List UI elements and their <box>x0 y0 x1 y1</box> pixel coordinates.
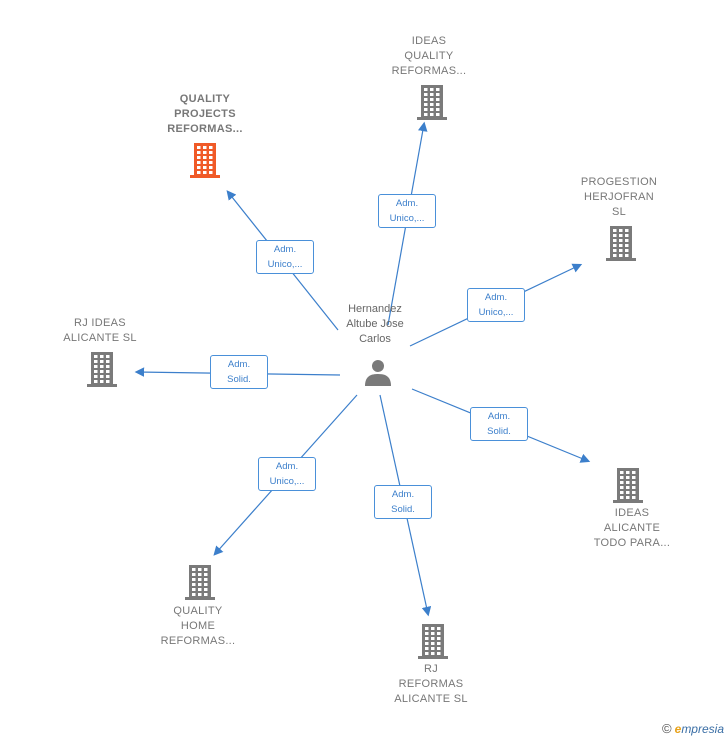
company-node-rj-reformas[interactable]: RJ REFORMAS ALICANTE SL <box>371 662 491 707</box>
person-icon[interactable] <box>363 357 393 387</box>
company-node-quality-projects[interactable]: QUALITY PROJECTS REFORMAS... <box>145 92 265 137</box>
company-label: RJ REFORMAS ALICANTE SL <box>394 663 468 705</box>
edge-label-quality-projects[interactable]: Adm. Unico,... <box>256 240 314 274</box>
company-label: IDEAS QUALITY REFORMAS... <box>391 35 467 77</box>
building-icon[interactable] <box>188 142 222 178</box>
building-icon[interactable] <box>183 564 217 600</box>
edge-label-quality-home[interactable]: Adm. Unico,... <box>258 457 316 491</box>
center-person-name: Hernandez Altube Jose Carlos <box>346 303 404 345</box>
company-node-ideas-alicante[interactable]: IDEAS ALICANTE TODO PARA... <box>572 506 692 551</box>
company-label: QUALITY HOME REFORMAS... <box>160 605 236 647</box>
edge-label-ideas-quality[interactable]: Adm. Unico,... <box>378 194 436 228</box>
building-icon[interactable] <box>611 467 645 503</box>
edge-label-rj-reformas[interactable]: Adm. Solid. <box>374 485 432 519</box>
building-icon[interactable] <box>416 623 450 659</box>
company-label: PROGESTION HERJOFRAN SL <box>580 176 658 218</box>
edge-label-rj-ideas[interactable]: Adm. Solid. <box>210 355 268 389</box>
company-label: IDEAS ALICANTE TODO PARA... <box>593 507 671 549</box>
building-icon[interactable] <box>85 351 119 387</box>
building-icon[interactable] <box>415 84 449 120</box>
company-node-rj-ideas[interactable]: RJ IDEAS ALICANTE SL <box>40 316 160 346</box>
company-label: QUALITY PROJECTS REFORMAS... <box>167 93 243 135</box>
company-label: RJ IDEAS ALICANTE SL <box>63 317 137 344</box>
copyright-symbol: © <box>662 721 672 736</box>
brand-logo-text: mpresia <box>681 722 724 736</box>
company-node-ideas-quality[interactable]: IDEAS QUALITY REFORMAS... <box>369 34 489 79</box>
edge-label-ideas-alicante[interactable]: Adm. Solid. <box>470 407 528 441</box>
brand-logo-e: e <box>674 722 682 736</box>
edge-label-progestion[interactable]: Adm. Unico,... <box>467 288 525 322</box>
company-node-progestion[interactable]: PROGESTION HERJOFRAN SL <box>559 175 679 220</box>
company-node-quality-home[interactable]: QUALITY HOME REFORMAS... <box>138 604 258 649</box>
brand-watermark: ©empresia <box>662 721 724 736</box>
building-icon[interactable] <box>604 225 638 261</box>
